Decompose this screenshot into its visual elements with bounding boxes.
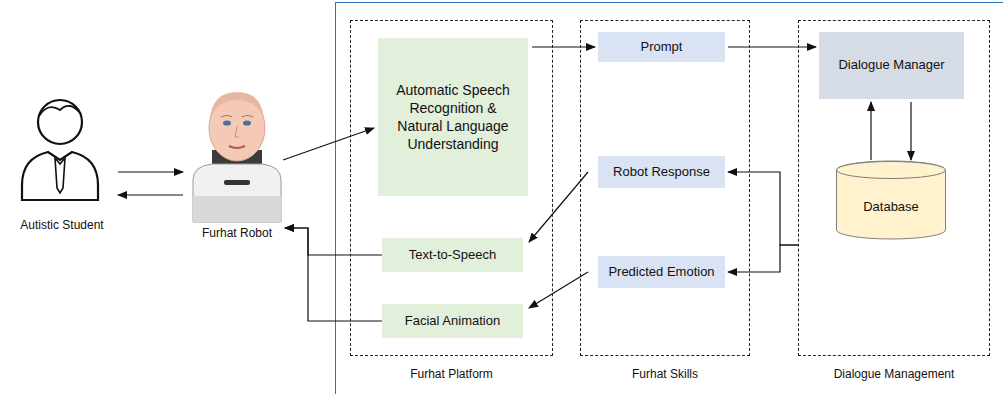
- skill-box: Prompt: [598, 32, 725, 62]
- person-node: Autistic Student: [12, 98, 112, 210]
- group-box: Furhat SkillsPromptRobot ResponsePredict…: [580, 20, 750, 356]
- box-label: Facial Animation: [405, 313, 500, 330]
- node-caption: Autistic Student: [20, 218, 103, 232]
- database-cylinder: Database: [836, 161, 946, 239]
- connector-arrow: [285, 228, 382, 255]
- process-box: Text-to-Speech: [382, 238, 523, 272]
- system-frame: [336, 3, 1003, 394]
- person-icon: [22, 100, 98, 200]
- connector-arrow: [728, 245, 798, 272]
- connector-arrow: [910, 102, 911, 160]
- box-label: Prompt: [641, 39, 683, 56]
- box-label: Database: [863, 199, 919, 216]
- node-caption: Furhat Platform: [410, 367, 493, 381]
- skill-box: Robot Response: [598, 156, 725, 188]
- process-box: Facial Animation: [382, 304, 523, 338]
- connector-arrow: [870, 102, 871, 160]
- box-label: Dialogue Manager: [838, 57, 944, 74]
- node-caption: Furhat Robot: [202, 226, 272, 240]
- connector-arrow: [118, 194, 183, 195]
- process-box: Automatic Speech Recognition & Natural L…: [378, 38, 528, 196]
- node-caption: Dialogue Management: [834, 367, 955, 381]
- group-box: Furhat PlatformAutomatic Speech Recognit…: [350, 20, 553, 356]
- connector-arrow: [532, 46, 595, 47]
- group-box: Dialogue ManagementDialogue ManagerDatab…: [798, 20, 990, 356]
- connector-arrow: [728, 46, 816, 47]
- box-label: Predicted Emotion: [608, 264, 714, 281]
- robot-node: Furhat Robot: [187, 90, 287, 224]
- box-label: Automatic Speech Recognition & Natural L…: [396, 81, 510, 154]
- box-label: Text-to-Speech: [409, 247, 496, 264]
- node-caption: Furhat Skills: [632, 367, 698, 381]
- robot-picture: [193, 92, 281, 222]
- connector-arrow: [728, 172, 798, 245]
- connector-arrow: [283, 128, 374, 160]
- box-label: Robot Response: [613, 164, 710, 181]
- connector-arrow: [118, 171, 183, 172]
- manager-box: Dialogue Manager: [819, 32, 964, 99]
- connector-arrow: [285, 228, 382, 321]
- skill-box: Predicted Emotion: [598, 256, 725, 288]
